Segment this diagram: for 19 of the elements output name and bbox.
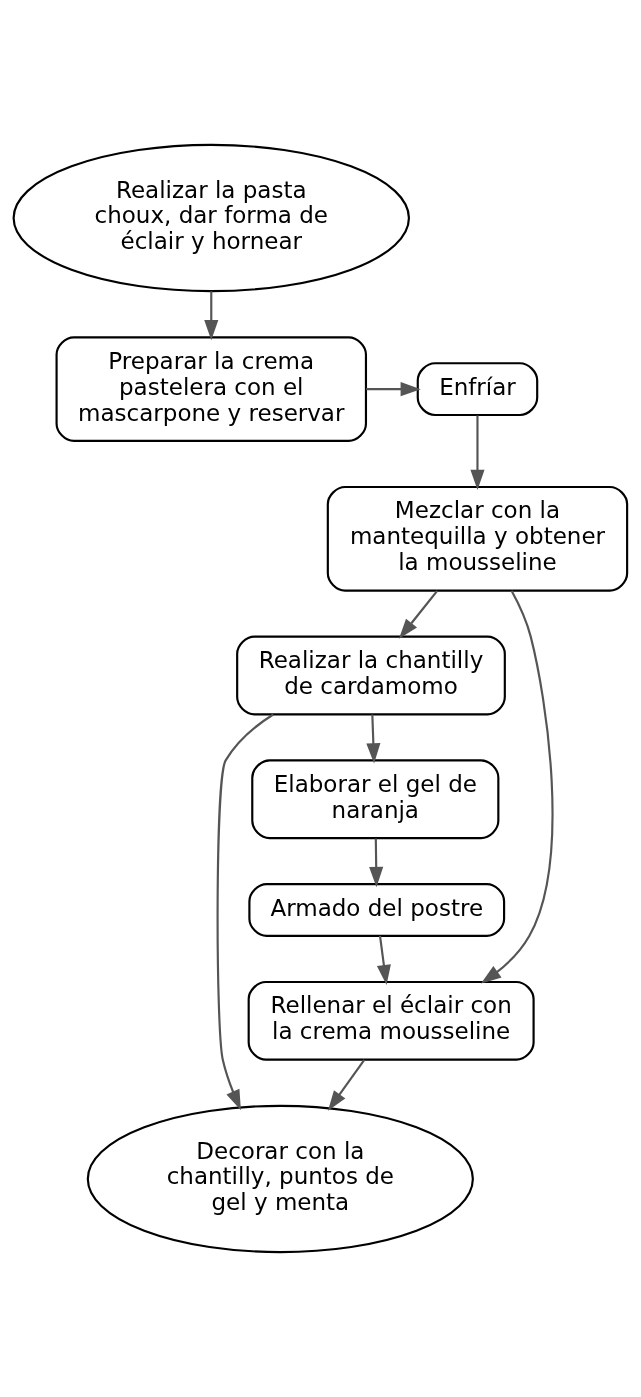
arrow xyxy=(398,590,439,639)
arrow xyxy=(204,291,219,341)
node-ellipse: Realizar la pasta choux, dar forma de éclair y hornear xyxy=(12,143,410,293)
arrow xyxy=(327,1059,366,1111)
arrow xyxy=(216,713,274,1111)
node-box: Enfríar xyxy=(416,362,539,417)
node-box: Realizar la chantilly de cardamomo xyxy=(236,635,506,716)
node-box: Rellenar el éclair con la crema mousseline xyxy=(247,980,535,1061)
node-box: Elaborar el gel de naranja xyxy=(251,759,500,840)
node-box: Mezclar con la mantequilla y obtener la mousseline xyxy=(326,485,629,592)
node-box: Preparar la crema pastelera con el mascarpone y reservar xyxy=(55,336,368,442)
node-ellipse: Decorar con la chantilly, puntos de gel y menta xyxy=(86,1104,474,1254)
arrow xyxy=(366,382,421,397)
arrow xyxy=(470,415,485,490)
arrow xyxy=(369,838,384,888)
node-box: Armado del postre xyxy=(248,883,506,937)
arrow xyxy=(481,590,554,984)
arrow xyxy=(376,935,391,986)
arrow xyxy=(366,714,381,764)
